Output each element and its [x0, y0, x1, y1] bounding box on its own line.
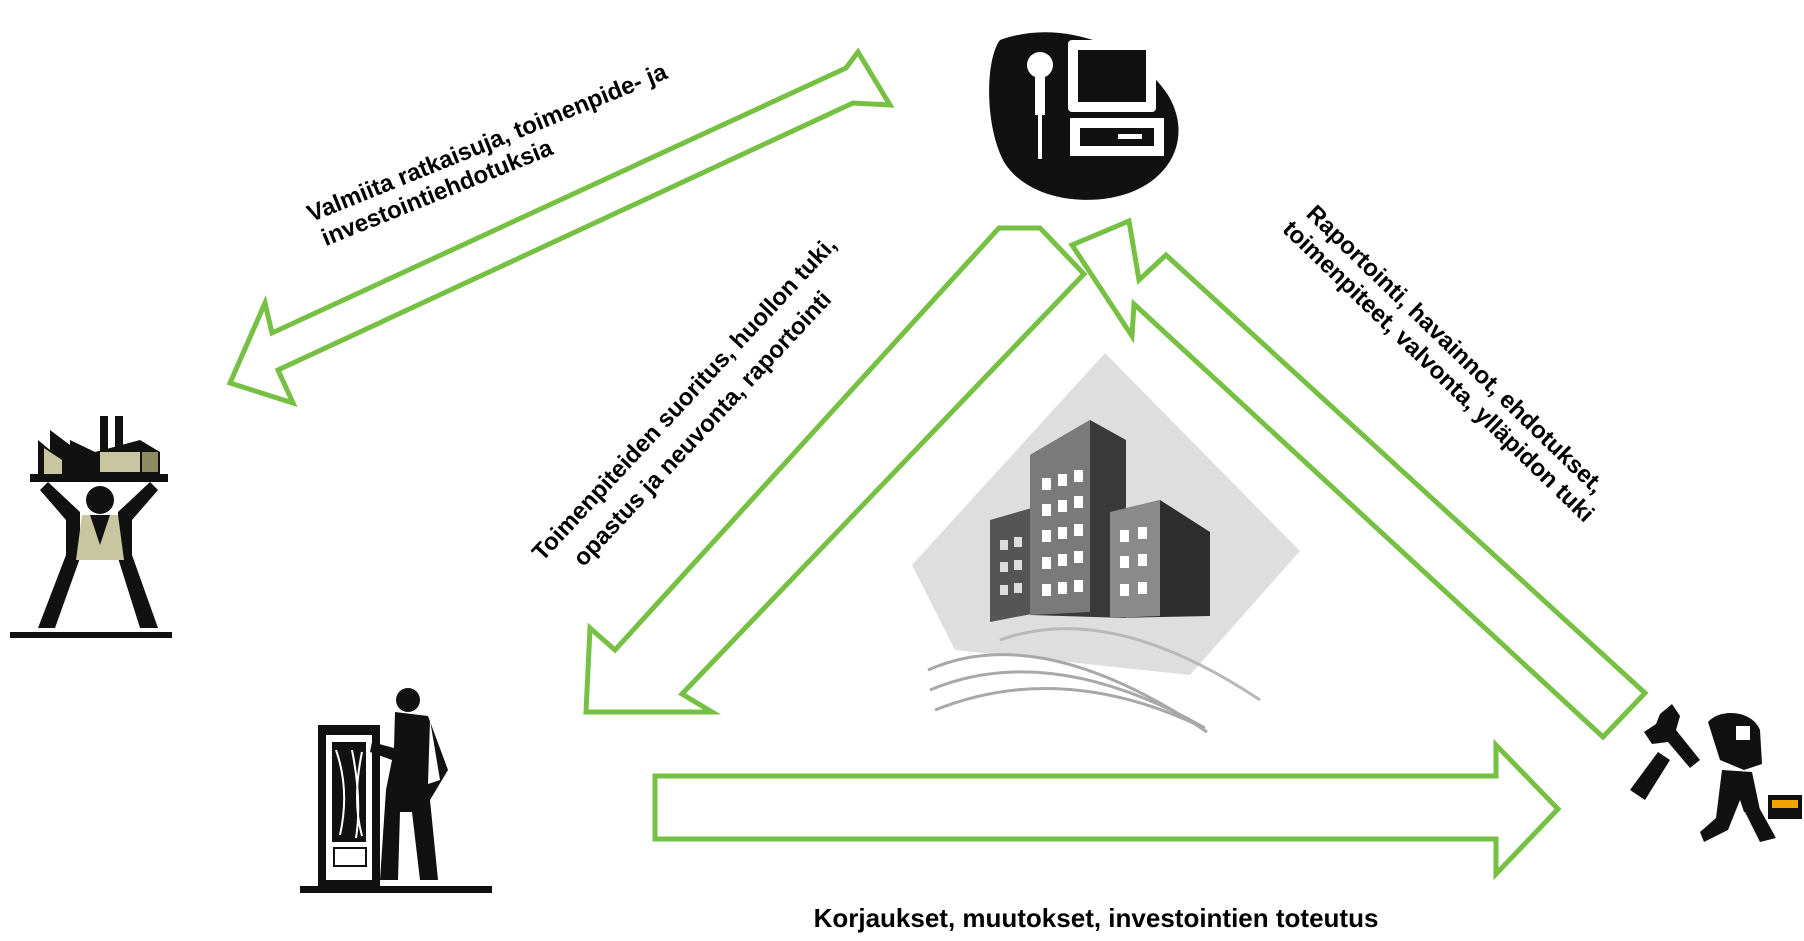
arrow-right-up [1068, 217, 1649, 741]
maintenance-worker-icon [1630, 704, 1802, 842]
technician-icon [300, 688, 492, 893]
arrow-center-down [583, 225, 1088, 715]
computer-service-icon [989, 32, 1179, 200]
arrow-bottom-right [652, 738, 1562, 881]
arrow-top-left [226, 47, 895, 408]
factory-owner-icon [10, 416, 172, 638]
label-bottom: Korjaukset, muutokset, investointien tot… [814, 903, 1379, 933]
office-buildings-icon [912, 353, 1300, 734]
